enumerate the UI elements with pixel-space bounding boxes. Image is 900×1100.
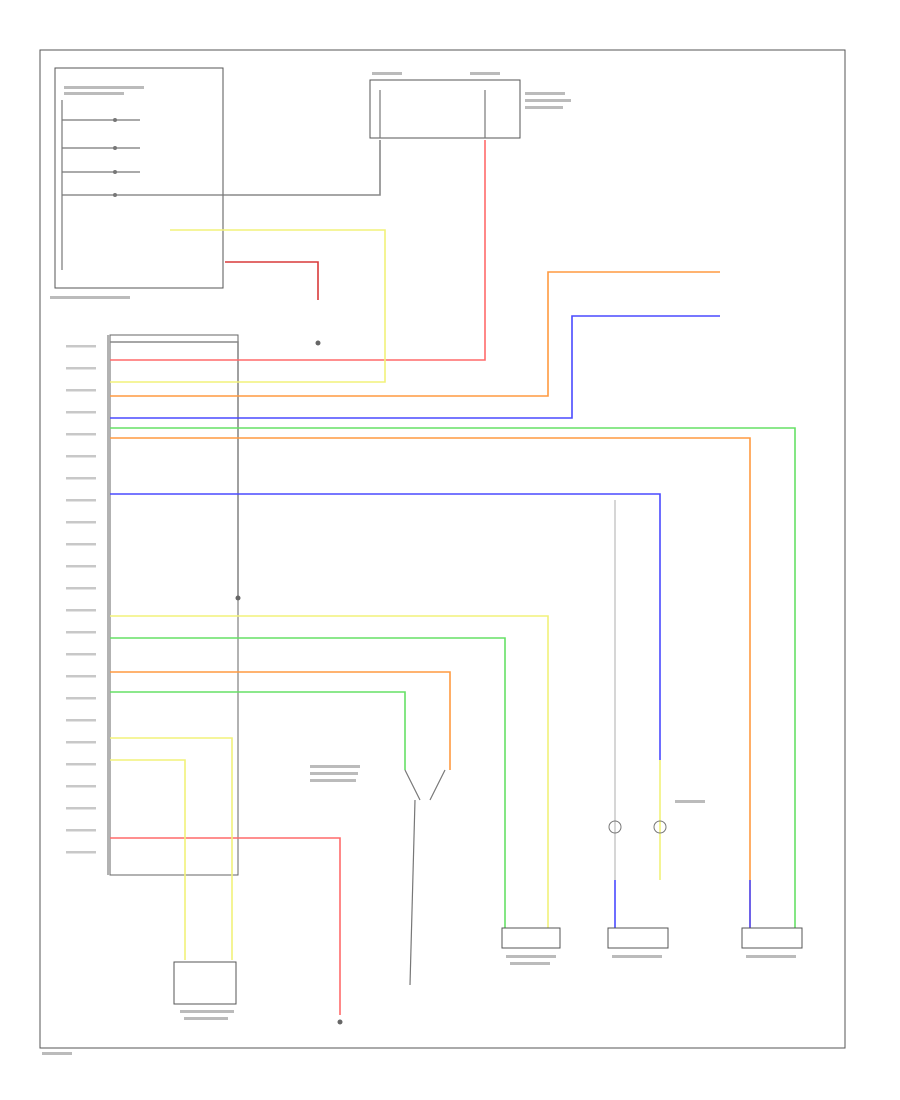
srs-pin-label	[66, 477, 96, 480]
wire-red-pass-switch	[110, 837, 341, 1015]
srs-pin-label	[66, 763, 96, 766]
fuse-box-internals	[372, 72, 571, 138]
combination-meter-box	[54, 67, 224, 289]
wire-green-seat-switch	[110, 691, 406, 770]
srs-pin-label	[66, 741, 96, 744]
wire-red-fuse	[110, 140, 486, 361]
wire-blue-dlc	[110, 315, 720, 419]
srs-pin-label	[66, 455, 96, 458]
combination-meter-internals	[50, 86, 230, 299]
clockspring-terminals	[608, 800, 705, 834]
wire-yellow-driver-pret	[110, 615, 549, 928]
driver-seat-belt-pretensioner	[501, 927, 561, 965]
srs-pin-label	[66, 411, 96, 414]
srs-pin-label	[66, 345, 96, 348]
srs-pin-label	[66, 851, 96, 854]
srs-pin-label	[66, 675, 96, 678]
srs-pin-label	[66, 587, 96, 590]
srs-pin-label	[66, 499, 96, 502]
driver-airbag-module	[607, 927, 669, 958]
diagram-frame	[39, 49, 846, 1049]
wire-green-pass-airbag	[110, 427, 796, 928]
srs-pin-label	[66, 697, 96, 700]
wire-blue-driver-airbag	[110, 493, 661, 760]
wire-orange-pass-airbag	[110, 437, 751, 928]
wire-ground-srs	[110, 341, 239, 598]
wire-layer	[66, 140, 796, 1015]
wire-meter-ground	[225, 261, 319, 300]
srs-pin-label	[66, 367, 96, 370]
srs-unit-box	[109, 334, 239, 876]
srs-pin-label	[66, 719, 96, 722]
srs-pin-label	[66, 653, 96, 656]
srs-pin-label	[66, 521, 96, 524]
srs-pin-label	[66, 807, 96, 810]
wire-meter-fuse	[230, 140, 381, 196]
passenger-seat-belt-pretensioner	[173, 961, 237, 1020]
ground-symbols	[235, 340, 343, 1025]
footer-mark	[42, 1052, 72, 1055]
wire-orange-dlc	[110, 271, 720, 397]
srs-pin-label	[66, 609, 96, 612]
seat-position-switch	[310, 765, 446, 986]
srs-pin-label	[66, 543, 96, 546]
srs-pin-label	[66, 631, 96, 634]
srs-pin-label	[66, 389, 96, 392]
passenger-airbag-module	[741, 927, 803, 958]
srs-pin-label	[66, 565, 96, 568]
fuse-box	[369, 79, 521, 139]
srs-pin-label	[66, 829, 96, 832]
wire-yellow-pass-pret-b	[110, 759, 186, 960]
wire-yellow-meter	[110, 229, 386, 383]
wire-orange-seat-switch	[110, 671, 451, 770]
srs-pin-label	[66, 785, 96, 788]
wire-yellow-pass-pret-a	[110, 737, 233, 960]
wire-green-driver-pret	[110, 637, 506, 928]
srs-pin-label	[66, 433, 96, 436]
combination-meter-caption	[50, 296, 130, 299]
